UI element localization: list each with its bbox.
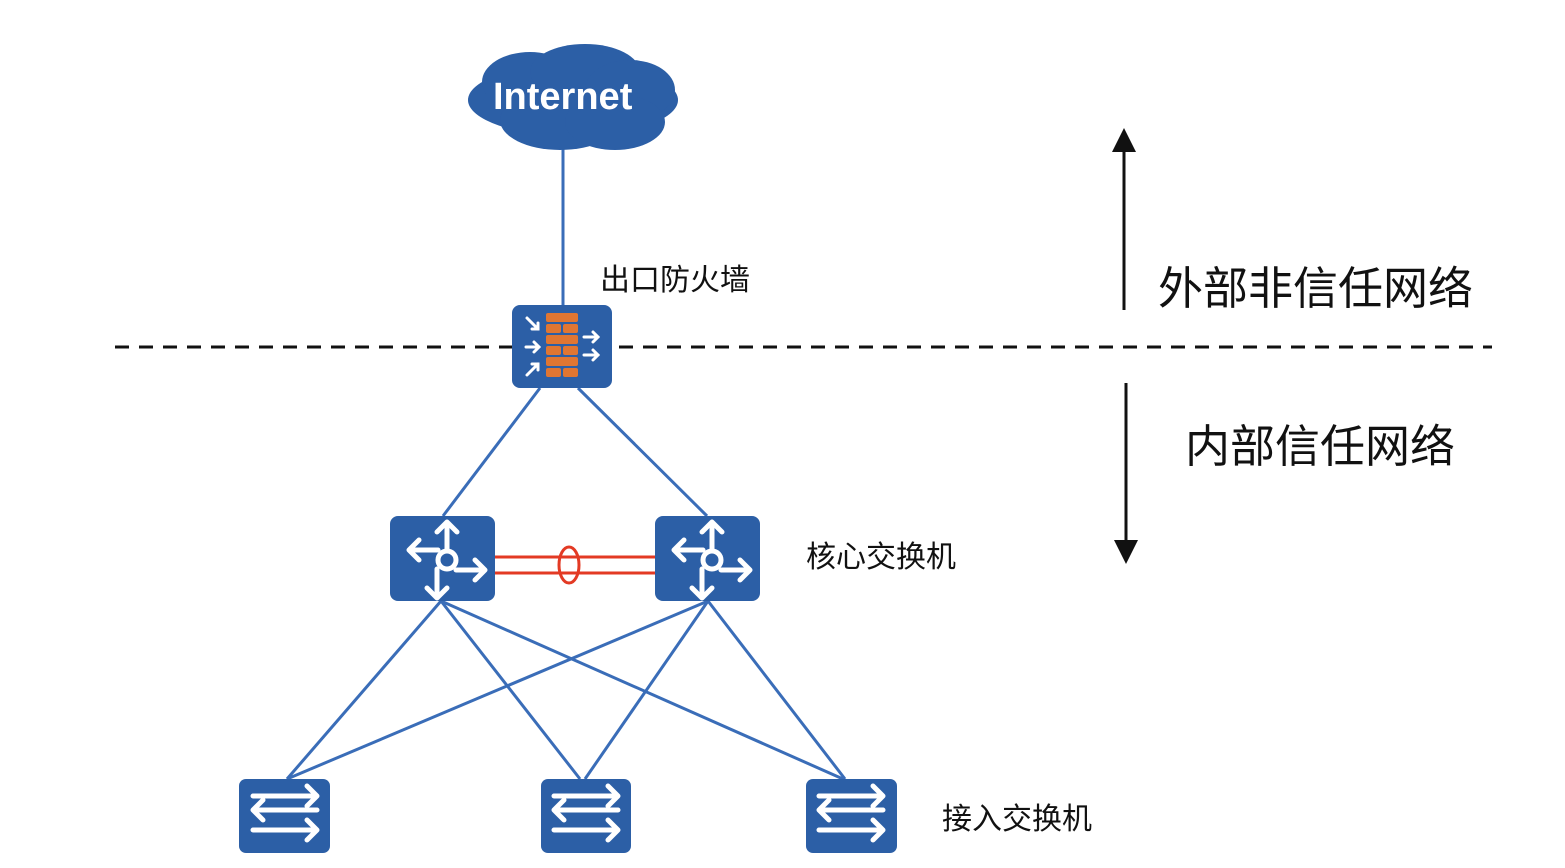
- firewall-label: 出口防火墙: [600, 263, 750, 298]
- access-switch-3: [806, 779, 897, 853]
- stack-link: [495, 545, 655, 585]
- internet-label: Internet: [493, 76, 633, 118]
- link-core-right-access-3: [706, 600, 847, 780]
- core-switch-label: 核心交换机: [806, 540, 956, 575]
- access-switch-1: [239, 779, 330, 853]
- link-core-right-access-1: [286, 599, 709, 781]
- trusted-zone-label: 内部信任网络: [1185, 420, 1456, 473]
- access-switch-2: [541, 779, 631, 853]
- link-core-left-access-2: [439, 600, 582, 780]
- link-firewall-core-right: [576, 386, 709, 518]
- access-switch-label: 接入交换机: [942, 802, 1092, 837]
- untrusted-zone-label: 外部非信任网络: [1158, 262, 1474, 315]
- core-switch-right: [655, 516, 760, 601]
- link-core-right-access-2: [583, 600, 710, 780]
- core-switch-left: [390, 516, 495, 601]
- cloud-icon: [468, 44, 678, 150]
- links: [285, 145, 847, 781]
- link-core-left-access-3: [440, 599, 844, 781]
- firewall-icon: [512, 305, 612, 388]
- link-firewall-core-left: [441, 387, 542, 517]
- link-core-left-access-1: [285, 600, 443, 780]
